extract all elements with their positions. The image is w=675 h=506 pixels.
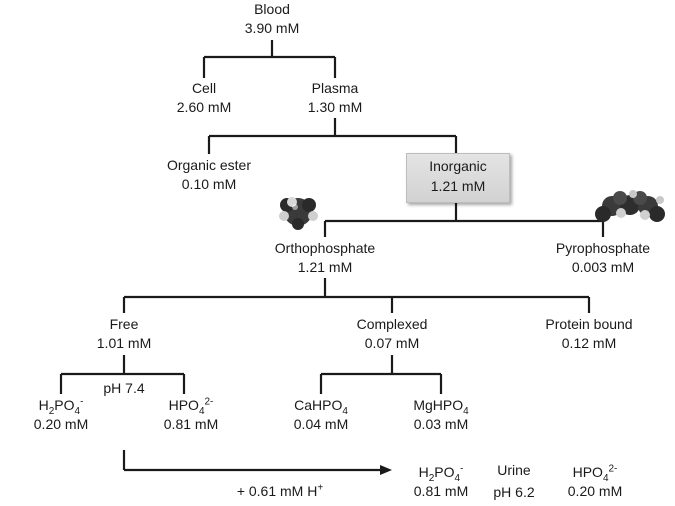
free-label: Free	[109, 316, 139, 332]
urine-ph-label: pH 6.2	[493, 484, 535, 500]
cell-node: Cell 2.60 mM	[164, 79, 244, 117]
urine-hpo4-formula: HPO42-	[572, 463, 618, 484]
mghpo4-value: 0.03 mM	[413, 416, 469, 432]
mghpo4-node: MgHPO4 0.03 mM	[396, 396, 486, 434]
urine-hpo4-node: HPO42- 0.20 mM	[550, 463, 640, 501]
proton-label: + 0.61 mM H+	[236, 482, 324, 499]
cahpo4-formula: CaHPO4	[294, 397, 348, 417]
urine-node: Urine pH 6.2	[478, 461, 550, 502]
orthophosphate-molecule-icon	[279, 197, 318, 230]
protein-bound-value: 0.12 mM	[561, 335, 617, 351]
blood-node: Blood 3.90 mM	[232, 0, 312, 38]
free-value: 1.01 mM	[96, 335, 152, 351]
mghpo4-formula: MgHPO4	[413, 397, 469, 417]
urine-h2po4-value: 0.81 mM	[413, 483, 469, 499]
plasma-value: 1.30 mM	[307, 99, 363, 115]
urine-h2po4-formula: H2PO4-	[418, 463, 464, 484]
cahpo4-value: 0.04 mM	[293, 416, 349, 432]
hpo4-formula: HPO42-	[168, 396, 214, 417]
plasma-node: Plasma 1.30 mM	[295, 79, 375, 117]
orthophosphate-value: 1.21 mM	[297, 259, 353, 275]
urine-h2po4-node: H2PO4- 0.81 mM	[396, 463, 486, 501]
blood-label: Blood	[254, 1, 290, 17]
hpo4-node: HPO42- 0.81 mM	[146, 396, 236, 434]
pyrophosphate-value: 0.003 mM	[571, 259, 635, 275]
pyrophosphate-molecule-icon	[595, 190, 665, 222]
urine-label: Urine	[497, 462, 531, 478]
urine-hpo4-value: 0.20 mM	[567, 483, 623, 499]
free-node: Free 1.01 mM	[84, 315, 164, 353]
cahpo4-node: CaHPO4 0.04 mM	[276, 396, 366, 434]
arrow-head-icon	[380, 465, 392, 475]
orthophosphate-label: Orthophosphate	[274, 240, 376, 256]
orthophosphate-node: Orthophosphate 1.21 mM	[265, 239, 385, 277]
inorganic-label: Inorganic	[429, 158, 487, 174]
organic-ester-label: Organic ester	[166, 157, 252, 173]
inorganic-node: Inorganic 1.21 mM	[406, 153, 510, 203]
organic-ester-node: Organic ester 0.10 mM	[149, 156, 269, 194]
blood-value: 3.90 mM	[244, 20, 300, 36]
pyrophosphate-label: Pyrophosphate	[555, 240, 651, 256]
cell-value: 2.60 mM	[176, 99, 232, 115]
protein-bound-label: Protein bound	[545, 316, 633, 332]
organic-ester-value: 0.10 mM	[181, 176, 237, 192]
hpo4-value: 0.81 mM	[163, 416, 219, 432]
h2po4-value: 0.20 mM	[33, 416, 89, 432]
pyrophosphate-node: Pyrophosphate 0.003 mM	[543, 239, 663, 277]
complexed-value: 0.07 mM	[364, 335, 420, 351]
h2po4-node: H2PO4- 0.20 mM	[16, 396, 106, 434]
complexed-node: Complexed 0.07 mM	[337, 315, 447, 353]
cell-label: Cell	[191, 80, 217, 96]
protein-bound-node: Protein bound 0.12 mM	[529, 315, 649, 353]
complexed-label: Complexed	[356, 316, 428, 332]
plasma-label: Plasma	[311, 80, 359, 96]
h2po4-formula: H2PO4-	[38, 396, 84, 417]
ph-7-4-label: pH 7.4	[103, 380, 145, 396]
inorganic-value: 1.21 mM	[430, 178, 486, 194]
